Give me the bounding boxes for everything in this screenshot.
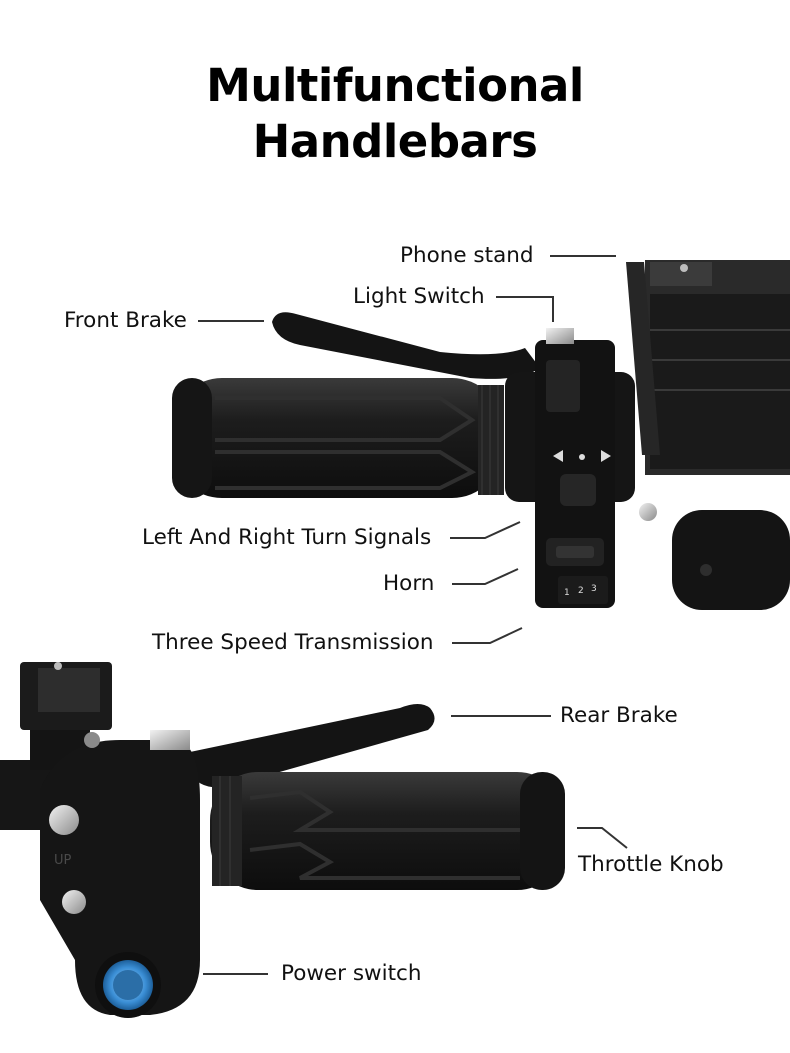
turn-signal-toggle [560,474,596,506]
label-turn-signals: Left And Right Turn Signals [142,525,432,550]
up-marking: UP [54,853,72,868]
right-handlebar-assembly: UP [0,662,565,1018]
label-front-brake: Front Brake [64,308,187,333]
throttle-housing: UP [40,730,200,1018]
label-phone-stand: Phone stand [400,243,534,268]
page-title: Multifunctional Handlebars [0,58,790,170]
label-horn: Horn [383,571,435,596]
label-light-switch: Light Switch [353,284,485,309]
gear-selector [558,576,608,604]
gear-3-text: 3 [591,584,597,594]
leader-light-switch [496,296,554,322]
light-switch-toggle [546,360,580,412]
rear-brake-lever [190,704,435,788]
front-grip [172,378,504,498]
switch-housing: 1 2 3 [505,328,657,608]
throttle-grip [210,772,565,890]
label-rear-brake: Rear Brake [560,703,678,728]
leader-throttle-knob [577,827,628,849]
label-power-switch: Power switch [281,961,422,986]
gear-1-text: 1 [564,588,570,598]
leader-turn-signals [450,521,521,539]
leader-lines [198,255,628,975]
left-handlebar-assembly: 1 2 3 [172,260,790,610]
title-line-1: Multifunctional [206,59,584,112]
label-throttle-knob: Throttle Knob [578,852,724,877]
title-line-2: Handlebars [252,115,538,168]
label-three-speed: Three Speed Transmission [152,630,434,655]
front-brake-lever [272,312,540,379]
leader-horn [452,568,519,585]
phone-stand [626,260,790,475]
leader-three-speed [452,627,523,644]
gear-2-text: 2 [578,586,584,596]
